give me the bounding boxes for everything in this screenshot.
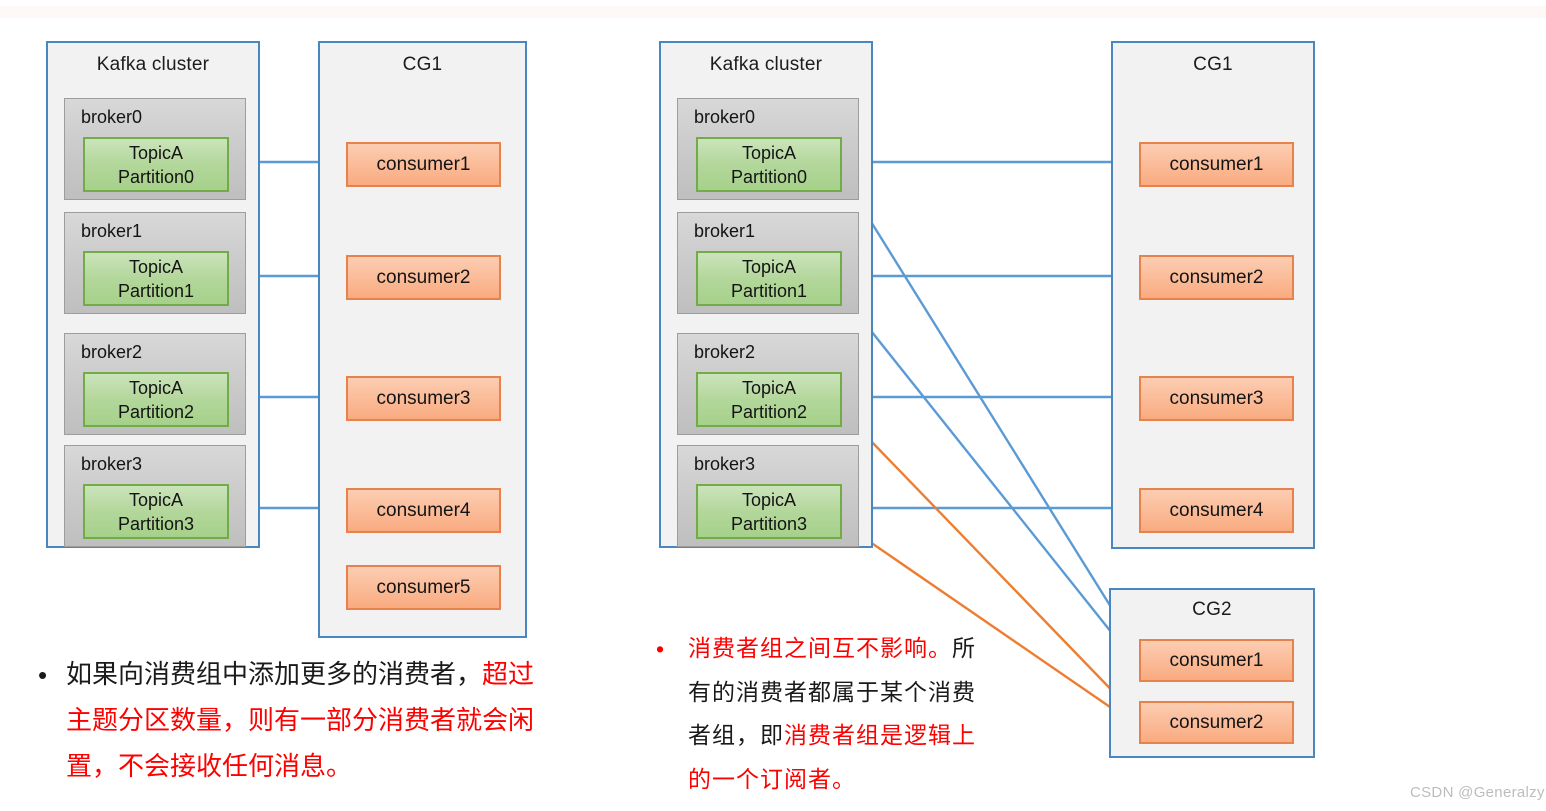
left-note-line3-red: 置，不会接收任何消息。 bbox=[66, 752, 353, 782]
left-partition0-box: TopicA Partition0 bbox=[83, 137, 229, 192]
right-cg1-box: CG1 consumer1 consumer2 consumer3 consum… bbox=[1111, 41, 1315, 549]
right-note-bullet: • bbox=[656, 636, 665, 662]
right-note-line3: 者组，即消费者组是逻辑上 bbox=[688, 715, 976, 759]
arrow-right-p0-cg2c1 bbox=[838, 171, 1136, 646]
left-partition3-box: TopicA Partition3 bbox=[83, 484, 229, 539]
scan-artifact-tint bbox=[0, 6, 1546, 18]
left-broker1-box: broker1 TopicA Partition1 bbox=[64, 212, 246, 314]
right-cg1-consumer3: consumer3 bbox=[1139, 376, 1294, 421]
left-note-line1-black: 如果向消费组中添加更多的消费者， bbox=[66, 660, 483, 690]
right-note-line1: 消费者组之间互不影响。所 bbox=[688, 628, 976, 672]
broker-label: broker3 bbox=[81, 454, 143, 474]
right-cg2-consumer2: consumer2 bbox=[1139, 701, 1294, 744]
partition-label: Partition2 bbox=[117, 402, 195, 422]
left-broker2-box: broker2 TopicA Partition2 bbox=[64, 333, 246, 435]
partition-label: Partition2 bbox=[730, 402, 808, 422]
broker-label: broker3 bbox=[694, 454, 756, 474]
topic-label: TopicA bbox=[741, 257, 797, 277]
left-partition2-box: TopicA Partition2 bbox=[83, 372, 229, 427]
right-note-line2: 有的消费者都属于某个消费 bbox=[688, 672, 976, 716]
right-cg1-consumer2: consumer2 bbox=[1139, 255, 1294, 300]
right-note-line1-black: 所 bbox=[952, 636, 976, 662]
left-kafka-cluster-box: Kafka cluster broker0 TopicA Partition0 … bbox=[46, 41, 260, 548]
partition-label: Partition3 bbox=[117, 514, 195, 534]
topic-label: TopicA bbox=[128, 257, 184, 277]
left-cg1-consumer5: consumer5 bbox=[346, 565, 501, 610]
left-note-line1: 如果向消费组中添加更多的消费者，超过 bbox=[66, 652, 534, 698]
right-partition2-box: TopicA Partition2 bbox=[696, 372, 842, 427]
right-partition0-box: TopicA Partition0 bbox=[696, 137, 842, 192]
right-note-line1-red: 消费者组之间互不影响。 bbox=[688, 636, 952, 662]
left-cg1-consumer3: consumer3 bbox=[346, 376, 501, 421]
left-note: 如果向消费组中添加更多的消费者，超过 主题分区数量，则有一部分消费者就会闲 置，… bbox=[66, 652, 534, 790]
left-broker0-box: broker0 TopicA Partition0 bbox=[64, 98, 246, 200]
left-cg1-title: CG1 bbox=[402, 54, 443, 75]
partition-label: Partition0 bbox=[117, 167, 195, 187]
right-cg1-title: CG1 bbox=[1193, 54, 1233, 75]
left-note-line2-red: 主题分区数量，则有一部分消费者就会闲 bbox=[66, 706, 535, 736]
right-note-line3-black: 者组，即 bbox=[688, 723, 784, 749]
left-kafka-cluster-title: Kafka cluster bbox=[96, 54, 210, 75]
topic-label: TopicA bbox=[128, 143, 184, 163]
arrow-right-p1-cg2c1 bbox=[839, 291, 1133, 659]
right-note-line4-red: 的一个订阅者。 bbox=[688, 766, 856, 793]
right-broker1-box: broker1 TopicA Partition1 bbox=[677, 212, 859, 314]
left-broker3-box: broker3 TopicA Partition3 bbox=[64, 445, 246, 547]
csdn-watermark: CSDN @Generalzy bbox=[1410, 784, 1545, 801]
right-note-line3-red: 消费者组是逻辑上 bbox=[784, 723, 976, 749]
right-broker3-box: broker3 TopicA Partition3 bbox=[677, 445, 859, 547]
right-broker2-box: broker2 TopicA Partition2 bbox=[677, 333, 859, 435]
left-partition1-box: TopicA Partition1 bbox=[83, 251, 229, 306]
right-kafka-cluster-title: Kafka cluster bbox=[709, 54, 823, 75]
left-note-bullet: • bbox=[38, 660, 48, 690]
right-cg2-consumer1: consumer1 bbox=[1139, 639, 1294, 682]
right-cg2-box: CG2 consumer1 consumer2 bbox=[1109, 588, 1315, 758]
right-partition1-box: TopicA Partition1 bbox=[696, 251, 842, 306]
left-note-line3: 置，不会接收任何消息。 bbox=[66, 744, 534, 790]
left-cg1-consumer1: consumer1 bbox=[346, 142, 501, 187]
left-cg1-box: CG1 consumer1 consumer2 consumer3 consum… bbox=[318, 41, 527, 638]
right-note-line2-black: 有的消费者都属于某个消费 bbox=[688, 679, 976, 706]
right-cg2-title: CG2 bbox=[1192, 599, 1232, 620]
topic-label: TopicA bbox=[128, 490, 184, 510]
right-cg1-consumer4: consumer4 bbox=[1139, 488, 1294, 533]
right-note: 消费者组之间互不影响。所 有的消费者都属于某个消费 者组，即消费者组是逻辑上 的… bbox=[688, 628, 976, 802]
topic-label: TopicA bbox=[741, 490, 797, 510]
partition-label: Partition3 bbox=[730, 514, 808, 534]
partition-label: Partition1 bbox=[730, 281, 808, 301]
right-note-line4: 的一个订阅者。 bbox=[688, 759, 976, 803]
topic-label: TopicA bbox=[741, 378, 797, 398]
broker-label: broker2 bbox=[81, 342, 143, 362]
partition-label: Partition0 bbox=[730, 167, 808, 187]
partition-label: Partition1 bbox=[117, 281, 195, 301]
left-note-line2: 主题分区数量，则有一部分消费者就会闲 bbox=[66, 698, 534, 744]
topic-label: TopicA bbox=[741, 143, 797, 163]
topic-label: TopicA bbox=[128, 378, 184, 398]
broker-label: broker1 bbox=[81, 221, 143, 241]
left-cg1-consumer4: consumer4 bbox=[346, 488, 501, 533]
broker-label: broker1 bbox=[694, 221, 756, 241]
broker-label: broker0 bbox=[81, 107, 143, 127]
right-partition3-box: TopicA Partition3 bbox=[696, 484, 842, 539]
right-kafka-cluster-box: Kafka cluster broker0 TopicA Partition0 … bbox=[659, 41, 873, 548]
broker-label: broker0 bbox=[694, 107, 756, 127]
broker-label: broker2 bbox=[694, 342, 756, 362]
left-note-line1-red: 超过 bbox=[482, 660, 535, 690]
left-cg1-consumer2: consumer2 bbox=[346, 255, 501, 300]
right-broker0-box: broker0 TopicA Partition0 bbox=[677, 98, 859, 200]
right-cg1-consumer1: consumer1 bbox=[1139, 142, 1294, 187]
